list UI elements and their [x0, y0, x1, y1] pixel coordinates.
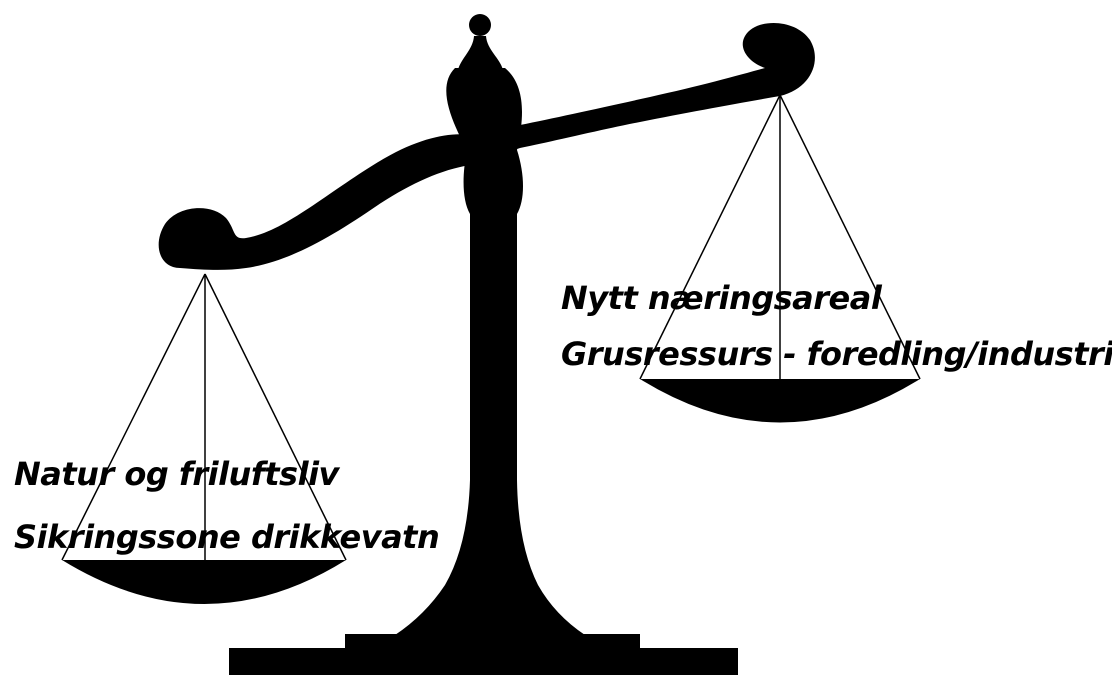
left-pan-dish [62, 560, 346, 604]
right-pan-strings [639, 94, 921, 380]
scale-center-knob [446, 14, 523, 219]
left-pan-strings [61, 273, 347, 561]
right-pan-dish [640, 379, 920, 423]
left-pan-label-drinking-water: Sikringssone drikkevatn [14, 518, 440, 556]
right-pan-label-gravel-resource: Grusressurs - foredling/industri [561, 335, 1112, 373]
right-pan-label-business-area: Nytt næringsareal [561, 279, 882, 317]
left-pan-label-nature: Natur og friluftsliv [14, 455, 339, 493]
scale-pillar [395, 206, 585, 635]
scale-base [229, 634, 738, 675]
